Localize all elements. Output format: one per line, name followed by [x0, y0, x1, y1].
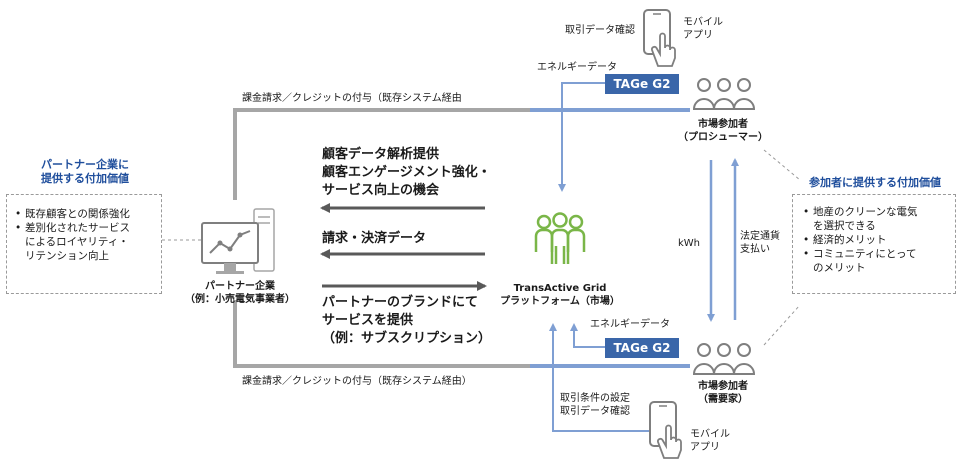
left-item: 既存顧客との関係強化 — [15, 207, 161, 221]
brand-line2: サービスを提供 — [322, 313, 414, 328]
energy-data-arrow-bottom — [549, 323, 660, 432]
partner-label: パートナー企業 （例：小売電気事業者） — [165, 280, 315, 306]
prosumer-label-line2: （プロシューマー） — [678, 132, 768, 143]
right-item: 地産のクリーンな電気 — [803, 205, 955, 219]
mobile-tap-icon — [649, 401, 682, 459]
mobile-top-caption: 取引データ確認 — [565, 25, 635, 36]
left-item-continued: リテンション向上 — [25, 250, 109, 262]
mobile-top-label: モバイル アプリ — [683, 16, 723, 42]
prosumer-label: 市場参加者 （プロシューマー） — [668, 118, 778, 144]
billing-label-bottom: 課金請求／クレジットの付与（既存システム経由） — [242, 376, 472, 387]
payment-label: 法定通貨 支払い — [740, 230, 780, 256]
billing-blue-lines — [530, 108, 690, 368]
billing-data-text: 請求・決済データ — [322, 231, 427, 246]
left-item: 差別化されたサービス — [15, 221, 161, 235]
people-group-icon — [534, 212, 586, 264]
consumer-label: 市場参加者 （需要家） — [668, 380, 778, 406]
brand-text: パートナーのブランドにて サービスを提供 （例：サブスクリプション） — [322, 294, 491, 348]
analysis-line1: 顧客データ解析提供 — [322, 147, 440, 162]
right-item: コミュニティにとって — [803, 247, 955, 261]
left-value-panel: 既存顧客との関係強化 差別化されたサービス によるロイヤリティ・ リテンション向… — [6, 194, 162, 294]
platform-label-line2: プラットフォーム（市場） — [500, 296, 620, 307]
mobile-bottom-caption-line1: 取引条件の設定 — [560, 393, 630, 404]
right-item: 経済的メリット — [803, 233, 955, 247]
payment-label-line2: 支払い — [740, 244, 770, 255]
platform-label-line1: TransActive Grid — [513, 283, 607, 294]
kwh-label: kWh — [678, 238, 701, 249]
brand-line3: （例：サブスクリプション） — [322, 331, 492, 346]
partner-label-line2: （例：小売電気事業者） — [185, 294, 295, 305]
consumer-label-line2: （需要家） — [698, 394, 748, 405]
right-panel-title: 参加者に提供する付加価値 — [809, 176, 941, 189]
platform-label: TransActive Grid プラットフォーム（市場） — [495, 282, 625, 308]
mobile-top-label-line2: アプリ — [683, 30, 713, 41]
partner-label-line1: パートナー企業 — [205, 281, 275, 292]
mobile-tap-icon — [643, 9, 676, 67]
mobile-bottom-caption: 取引条件の設定 取引データ確認 — [560, 392, 630, 418]
left-panel-title: パートナー企業に 提供する付加価値 — [10, 158, 160, 186]
prosumer-label-line1: 市場参加者 — [698, 119, 748, 130]
right-value-panel: 地産のクリーンな電気 を選択できる 経済的メリット コミュニティにとって のメリ… — [792, 194, 956, 294]
energy-data-arrow-top — [558, 82, 605, 192]
brand-line1: パートナーのブランドにて — [322, 295, 479, 310]
analysis-text: 顧客データ解析提供 顧客エンゲージメント強化・ サービス向上の機会 — [322, 146, 491, 200]
analysis-line3: サービス向上の機会 — [322, 183, 440, 198]
billing-label-top: 課金請求／クレジットの付与（既存システム経由 — [242, 93, 462, 104]
left-panel-title-line1: パートナー企業に — [41, 158, 129, 171]
flow-arrows — [320, 203, 487, 291]
people-icon — [692, 343, 756, 375]
tage-g2-badge-top: TAGe G2 — [605, 74, 679, 94]
mobile-top-label-line1: モバイル — [683, 17, 723, 28]
mobile-bottom-caption-line2: 取引データ確認 — [560, 406, 630, 417]
mobile-bottom-label-line2: アプリ — [690, 442, 720, 453]
billing-loop-lines — [233, 108, 530, 368]
energy-data-label-bottom: エネルギーデータ — [590, 319, 670, 330]
consumer-label-line1: 市場参加者 — [698, 381, 748, 392]
analysis-line2: 顧客エンゲージメント強化・ — [322, 165, 491, 180]
mobile-bottom-label-line1: モバイル — [690, 429, 730, 440]
people-icon — [692, 78, 756, 110]
right-item-continued: のメリット — [813, 262, 866, 274]
tage-g2-badge-bottom: TAGe G2 — [605, 338, 679, 358]
left-item-continued: によるロイヤリティ・ — [25, 236, 129, 248]
panel-connectors — [162, 149, 801, 346]
payment-label-line1: 法定通貨 — [740, 231, 780, 242]
mobile-bottom-label: モバイル アプリ — [690, 428, 730, 454]
left-panel-title-line2: 提供する付加価値 — [41, 172, 129, 185]
energy-data-label-top: エネルギーデータ — [537, 62, 617, 73]
right-item-continued: を選択できる — [813, 220, 876, 232]
computer-chart-icon — [201, 208, 275, 274]
